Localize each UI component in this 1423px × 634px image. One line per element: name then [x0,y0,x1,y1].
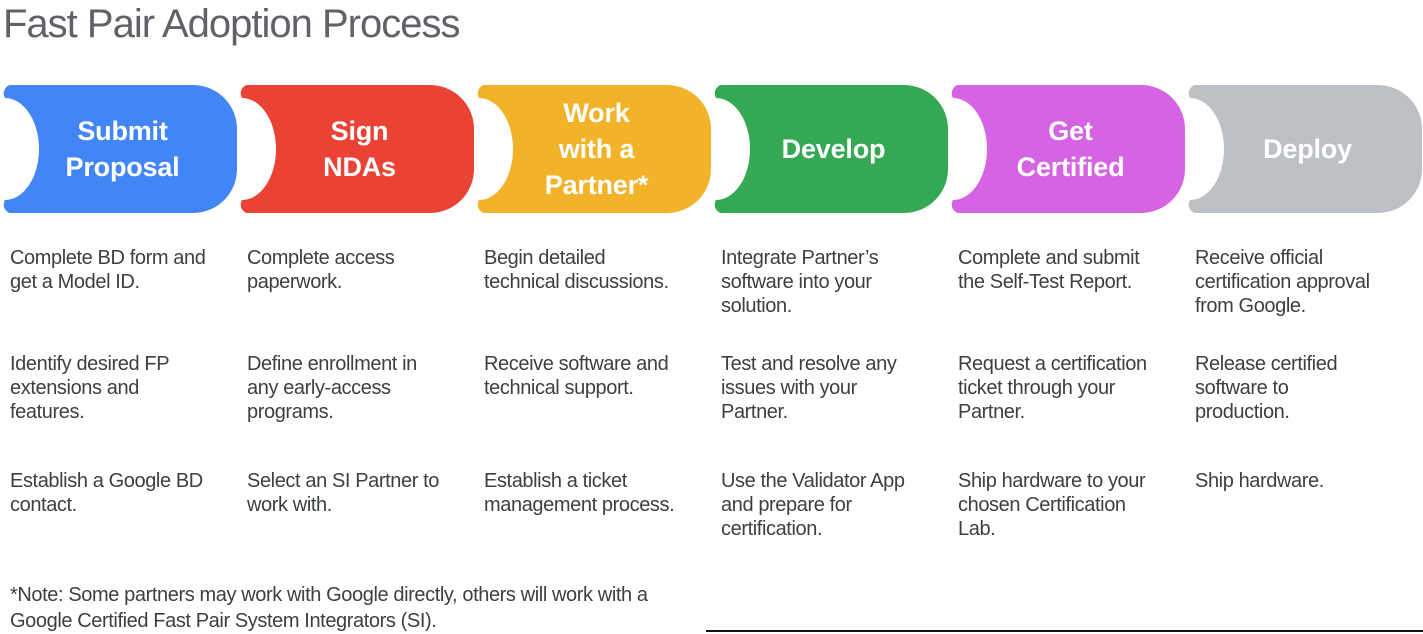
step-label: Submit Proposal [65,116,180,182]
step-shape [951,85,1185,213]
step-submit-proposal: Submit Proposal [0,85,237,213]
detail-sign-ndas-2: Define enrollment in any early-access pr… [247,353,417,423]
detail-get-certified-2: Request a certification ticket through y… [958,353,1147,423]
detail-deploy-1: Receive official certification approval … [1195,247,1370,317]
detail-work-with-partner-1: Begin detailed technical discussions. [484,247,669,293]
detail-work-with-partner-2: Receive software and technical support. [484,353,669,399]
detail-get-certified-3: Ship hardware to your chosen Certificati… [958,470,1146,540]
detail-get-certified-1: Complete and submit the Self-Test Report… [958,247,1140,293]
step-label: Develop [781,134,886,164]
process-steps-row: Submit Proposal Sign NDAs Work with a Pa… [0,85,1422,213]
footnote: *Note: Some partners may work with Googl… [10,584,648,632]
detail-sign-ndas-3: Select an SI Partner to work with. [247,470,440,516]
step-get-certified: Get Certified [948,85,1185,213]
step-sign-ndas: Sign NDAs [237,85,474,213]
detail-develop-3: Use the Validator App and prepare for ce… [721,470,905,540]
step-work-with-partner: Work with a Partner* [474,85,711,213]
step-deploy: Deploy [1185,85,1422,213]
step-shape [477,85,711,213]
step-develop: Develop [711,85,948,213]
detail-develop-1: Integrate Partner’s software into your s… [721,247,879,317]
step-details-grid: Complete BD form and get a Model ID. Com… [0,246,1422,541]
step-label: Get Certified [1016,116,1125,182]
detail-deploy-2: Release certified software to production… [1195,353,1338,423]
detail-submit-proposal-3: Establish a Google BD contact. [10,470,203,516]
bottom-edge-bar [706,630,1423,632]
step-label: Sign NDAs [323,116,396,182]
step-label: Work with a Partner* [544,98,649,200]
detail-submit-proposal-2: Identify desired FP extensions and featu… [10,353,170,423]
detail-deploy-3: Ship hardware. [1195,470,1324,492]
detail-work-with-partner-3: Establish a ticket management process. [484,470,675,516]
step-shape [3,85,237,213]
step-label: Deploy [1263,134,1352,164]
step-shape [240,85,474,213]
page-title: Fast Pair Adoption Process [3,2,460,46]
detail-develop-2: Test and resolve any issues with your Pa… [721,353,897,423]
step-shape [1188,85,1422,213]
step-shape [714,85,948,213]
detail-sign-ndas-1: Complete access paperwork. [247,247,395,293]
detail-submit-proposal-1: Complete BD form and get a Model ID. [10,247,206,293]
